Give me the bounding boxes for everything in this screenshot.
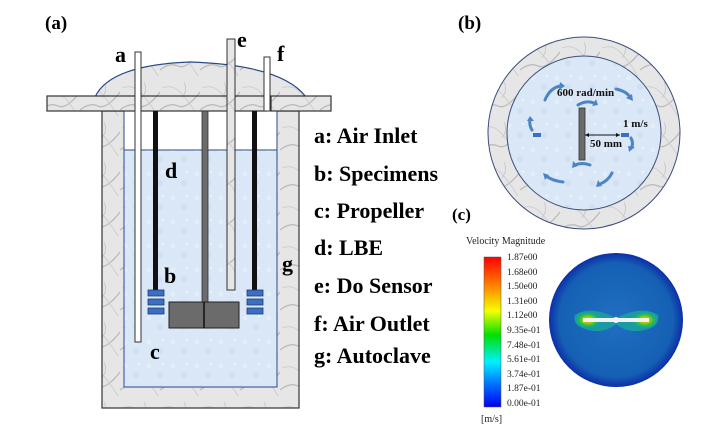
cfd-velocity-contour [549, 253, 683, 387]
legend-item-d: d: LBE [314, 235, 384, 260]
colorbar-tick: 7.48e-01 [507, 340, 541, 351]
colorbar-tick: 5.61e-01 [507, 355, 541, 366]
specimens-right [246, 289, 264, 315]
top-view-specimen-left [533, 133, 541, 137]
legend-item-e: e: Do Sensor [314, 273, 433, 298]
colorbar-tick: 1.31e00 [507, 296, 538, 307]
colorbar-tick: 3.74e-01 [507, 369, 541, 380]
rotation-speed-label: 600 rad/min [557, 87, 615, 99]
lbe-liquid [123, 149, 278, 388]
colorbar-title: Velocity Magnitude [466, 236, 546, 247]
tag-a: a [115, 42, 126, 67]
legend-item-a: a: Air Inlet [314, 123, 418, 148]
colorbar-tick: 1.50e00 [507, 282, 538, 293]
colorbar-tick: 1.87e-01 [507, 384, 541, 395]
air-inlet-tube [134, 51, 142, 343]
legend-item-g: g: Autoclave [314, 343, 431, 368]
legend-item-b: b: Specimens [314, 161, 439, 186]
panel-label-b: (b) [458, 13, 482, 34]
do-sensor [226, 38, 236, 291]
propeller-shaft [201, 110, 209, 304]
panel-label-a: (a) [45, 13, 68, 34]
legend-item-f: f: Air Outlet [314, 311, 430, 336]
tag-b: b [164, 263, 177, 288]
specimen-rod-left [153, 111, 158, 295]
top-view-specimen-right [621, 133, 629, 137]
specimen-rod-right [252, 111, 257, 295]
tag-d: d [165, 158, 178, 183]
top-view-propeller [578, 107, 586, 161]
autoclave-dome [94, 61, 308, 98]
tag-f: f [277, 41, 285, 66]
top-view-diagram [487, 36, 681, 230]
colorbar-tick: 1.87e00 [507, 253, 538, 263]
autoclave-lid-right [270, 95, 332, 112]
colorbar-gradient [483, 256, 502, 408]
colorbar-tick: 0.00e-01 [507, 399, 541, 409]
panel-label-c: (c) [452, 205, 471, 224]
radius-label: 50 mm [590, 138, 623, 150]
colorbar-unit: [m/s] [481, 414, 503, 425]
colorbar-tick: 9.35e-01 [507, 326, 541, 336]
tag-e: e [237, 27, 247, 52]
tag-c: c [150, 339, 160, 364]
velocity-colorbar [483, 256, 502, 408]
colorbar-tick: 1.68e00 [507, 267, 538, 278]
air-outlet-tube [263, 56, 271, 112]
specimens-left [147, 289, 165, 315]
flow-arrowheads [527, 82, 635, 187]
autoclave-diagram [46, 38, 332, 409]
tag-g: g [282, 251, 293, 276]
velocity-label: 1 m/s [623, 118, 648, 130]
legend-item-c: c: Propeller [314, 198, 425, 223]
colorbar-tick: 1.12e00 [507, 311, 538, 322]
